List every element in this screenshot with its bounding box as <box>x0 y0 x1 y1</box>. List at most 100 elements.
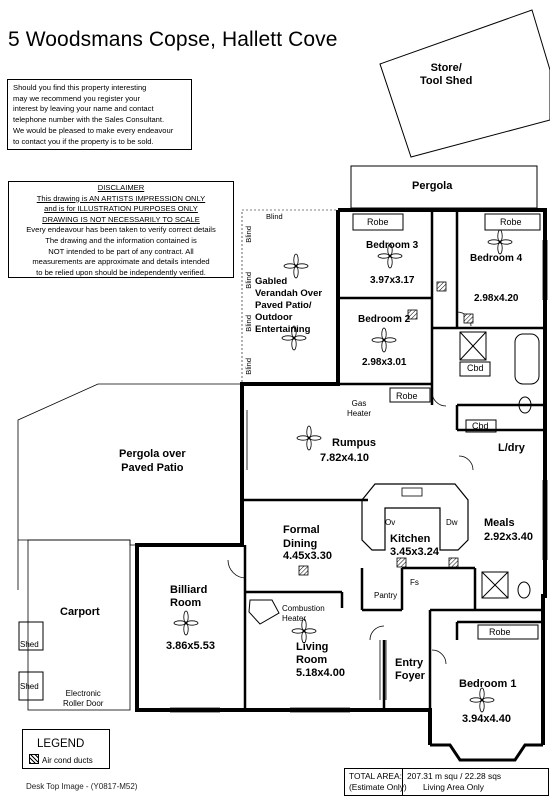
bedroom3-name: Bedroom 3 <box>366 240 419 251</box>
robe-label: Robe <box>396 391 418 401</box>
roller-door-line: Roller Door <box>63 699 104 708</box>
kitchen-size: 3.45x3.24 <box>390 546 439 558</box>
dishwasher-label: Dw <box>446 518 458 527</box>
living-line: Room <box>296 654 328 666</box>
interest-line: telephone number with the Sales Consulta… <box>13 115 165 125</box>
verandah-label: Gabled Verandah Over Paved Patio/ Outdoo… <box>255 276 322 336</box>
roller-door-line: Electronic <box>65 689 101 698</box>
area-divider <box>402 769 403 795</box>
robe-label: Robe <box>489 627 511 637</box>
bedroom1-name: Bedroom 1 <box>459 678 517 690</box>
billiard-line: Room <box>170 597 202 609</box>
meals-name: Meals <box>484 517 515 529</box>
ceiling-fans <box>173 229 513 713</box>
disclaimer-line: DRAWING IS NOT NECESSARILY TO SCALE <box>42 214 200 224</box>
pergola-top-label: Pergola <box>412 180 453 192</box>
gas-heater-line: Gas <box>351 399 367 408</box>
legend: LEGEND Air cond ducts <box>22 729 110 769</box>
air-cond-ducts <box>298 281 474 576</box>
bedroom4-size: 2.98x4.20 <box>474 293 519 304</box>
area-value: 207.31 m squ / 22.28 sqs Living Area Onl… <box>407 771 501 793</box>
disclaimer-line: NOT intended to be part of any contract.… <box>48 246 194 256</box>
entry-line: Entry <box>395 657 424 669</box>
legend-row: Air cond ducts <box>29 754 93 765</box>
interest-line: We would be pleased to make every endeav… <box>13 125 174 135</box>
bathroom-fixtures <box>459 331 540 599</box>
gas-heater-label: Gas Heater <box>347 399 371 419</box>
pergola-patio-line: Paved Patio <box>121 462 184 474</box>
disclaimer-line: Every endeavour has been taken to verify… <box>26 225 216 235</box>
disclaimer-line: This drawing is AN ARTISTS IMPRESSION ON… <box>36 193 206 203</box>
footer-ref: Desk Top Image - (Y0817-M52) <box>26 782 138 791</box>
billiard-line: Billiard <box>170 584 208 596</box>
store-line: Store/ <box>430 62 462 74</box>
legend-item: Air cond ducts <box>42 756 93 765</box>
area-label: TOTAL AREA: (Estimate Only) <box>349 771 407 793</box>
disclaimer-heading: DISCLAIMER <box>97 183 145 192</box>
bedroom2-size: 2.98x3.01 <box>362 357 407 368</box>
bedroom4-name: Bedroom 4 <box>470 253 523 264</box>
page-title: 5 Woodsmans Copse, Hallett Cove <box>8 28 338 51</box>
gas-heater-line: Heater <box>347 409 372 418</box>
robe-label: Robe <box>500 217 522 227</box>
meals-size: 2.92x3.40 <box>484 531 533 543</box>
exterior-walls <box>135 208 547 745</box>
billiard-size: 3.86x5.53 <box>166 640 215 652</box>
roller-door-label: Electronic Roller Door <box>63 689 103 709</box>
air-cond-duct-icon <box>29 754 39 764</box>
fridge-space-label: Fs <box>410 578 419 587</box>
oven-label: Ov <box>385 518 396 527</box>
kitchen-bench <box>361 483 469 551</box>
combustion-line: Heater <box>282 614 307 623</box>
verandah-line: Gabled <box>255 276 288 287</box>
door-swings <box>227 311 474 665</box>
bedroom3-size: 3.97x3.17 <box>370 275 415 286</box>
disclaimer-box: DISCLAIMER This drawing is AN ARTISTS IM… <box>8 181 234 278</box>
cbd-label: Cbd <box>472 421 489 431</box>
area-label-line: TOTAL AREA: <box>349 771 402 781</box>
disclaimer-line: measurements are approximate and details… <box>32 257 210 267</box>
combustion-line: Combustion <box>282 604 325 613</box>
disclaimer-line: to be relied upon should be independentl… <box>36 267 206 277</box>
total-area-box: TOTAL AREA: (Estimate Only) 207.31 m squ… <box>344 768 549 796</box>
verandah-line: Verandah Over <box>255 288 323 299</box>
verandah-line: Entertaining <box>255 324 311 335</box>
pergola-patio-line: Pergola over <box>119 448 186 460</box>
cbd-label: Cbd <box>467 363 484 373</box>
blind-label: Blind <box>244 358 253 375</box>
entry-line: Foyer <box>395 670 425 682</box>
bedroom1-size: 3.94x4.40 <box>462 713 511 725</box>
area-label-line: (Estimate Only) <box>349 782 407 792</box>
bedroom2-name: Bedroom 2 <box>358 314 411 325</box>
combustion-heater-shape <box>248 599 280 625</box>
carport-area <box>27 539 131 711</box>
store-line: Tool Shed <box>420 75 473 87</box>
formal-dining-name: Formal Dining <box>283 523 320 551</box>
shed-label: Shed <box>20 640 39 649</box>
pergola-patio-label: Pergola over Paved Patio <box>119 447 186 475</box>
formal-dining-line: Formal <box>283 524 320 536</box>
legend-title: LEGEND <box>37 738 85 750</box>
billiard-name: Billiard Room <box>170 584 207 610</box>
entry-foyer-label: Entry Foyer <box>395 657 425 683</box>
store-shed-label: Store/ Tool Shed <box>420 62 472 88</box>
shed-box-1 <box>18 621 44 651</box>
area-value-line: 207.31 m squ / 22.28 sqs <box>407 771 502 781</box>
living-line: Living <box>296 641 329 653</box>
interest-line: interest by leaving your name and contac… <box>13 104 154 114</box>
interest-line: Should you find this property interestin… <box>13 83 147 92</box>
robe-label: Robe <box>367 217 389 227</box>
windows <box>170 240 548 713</box>
verandah-line: Outdoor <box>255 312 293 323</box>
blind-label: Blind <box>244 226 253 243</box>
robes <box>352 213 541 640</box>
combustion-heater-label: Combustion Heater <box>282 604 325 624</box>
blind-label: Blind <box>244 315 253 332</box>
pantry-label: Pantry <box>374 591 398 600</box>
interior-walls <box>242 210 545 710</box>
store-shed <box>379 9 550 158</box>
shed-box-2 <box>18 671 44 701</box>
disclaimer-line: and is for ILLUSTRATION PURPOSES ONLY <box>44 204 198 214</box>
disclaimer-line: The drawing and the information containe… <box>45 235 197 245</box>
